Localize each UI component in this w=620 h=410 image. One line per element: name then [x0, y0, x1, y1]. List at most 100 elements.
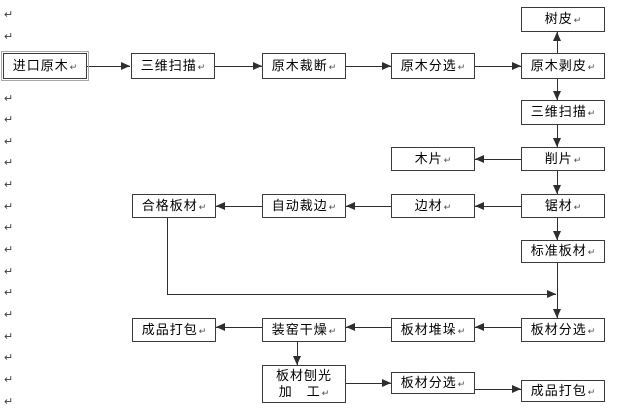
- arrowhead-right: [512, 62, 521, 70]
- arrowhead-down: [553, 185, 561, 194]
- paragraph-mark-icon: ↵: [4, 374, 14, 386]
- arrowhead-right: [547, 290, 556, 298]
- node-label: 板材堆垛: [400, 321, 457, 337]
- connector-line: [346, 383, 391, 384]
- flow-node-log-debarking[interactable]: 原木剥皮↵: [521, 53, 605, 79]
- arrowhead-down: [553, 91, 561, 100]
- paragraph-mark-icon: ↵: [4, 114, 14, 126]
- paragraph-mark-icon: ↵: [4, 157, 14, 169]
- paragraph-mark-icon: ↵: [4, 93, 14, 105]
- connector-line: [297, 342, 298, 365]
- connector-line: [216, 327, 262, 328]
- node-label: 板材刨光: [275, 367, 332, 383]
- node-label: 树皮: [544, 11, 573, 26]
- flow-node-kiln-drying[interactable]: 装窑干燥↵: [262, 318, 346, 342]
- paragraph-return-mark-icon: ↵: [328, 325, 337, 336]
- node-label: 标准板材: [530, 243, 587, 258]
- connector-line: [475, 159, 521, 160]
- paragraph-return-mark-icon: ↵: [573, 15, 582, 25]
- flow-node-scan-3d-1[interactable]: 三维扫描↵: [131, 53, 215, 79]
- paragraph-mark-icon: ↵: [4, 309, 14, 321]
- paragraph-mark-icon: ↵: [4, 244, 14, 256]
- paragraph-return-mark-icon: ↵: [197, 61, 206, 72]
- connector-line: [557, 171, 558, 194]
- arrowhead-right: [512, 385, 521, 393]
- connector-line: [557, 32, 558, 53]
- arrowhead-right: [253, 62, 262, 70]
- node-label: 加 工: [278, 383, 321, 399]
- flow-node-wood-chips[interactable]: 木片↵: [391, 147, 475, 171]
- arrowhead-left: [216, 202, 225, 210]
- flow-node-auto-edge-trimming[interactable]: 自动裁边↵: [262, 194, 346, 218]
- node-label: 进口原木: [12, 57, 69, 73]
- paragraph-mark-icon: ↵: [4, 9, 14, 21]
- paragraph-return-mark-icon: ↵: [328, 201, 337, 212]
- flow-node-product-packing-2[interactable]: 成品打包↵: [521, 380, 605, 402]
- flow-node-chipping[interactable]: 削片↵: [521, 147, 605, 171]
- flow-node-standard-boards[interactable]: 标准板材↵: [521, 240, 605, 263]
- arrowhead-right: [382, 379, 391, 387]
- paragraph-return-mark-icon: ↵: [573, 154, 582, 165]
- paragraph-return-mark-icon: ↵: [457, 61, 466, 72]
- paragraph-mark-icon: ↵: [4, 222, 14, 234]
- flow-node-qualified-boards[interactable]: 合格板材↵: [132, 194, 216, 218]
- connector-line: [346, 66, 391, 67]
- flow-node-board-sorting-2[interactable]: 板材分选↵: [391, 372, 475, 394]
- flow-node-scan-3d-2[interactable]: 三维扫描↵: [521, 100, 605, 125]
- node-label: 原木裁断: [271, 57, 328, 73]
- connector-line: [475, 66, 521, 67]
- paragraph-return-mark-icon: ↵: [198, 325, 207, 336]
- paragraph-return-mark-icon: ↵: [443, 201, 452, 212]
- flow-node-board-sorting-1[interactable]: 板材分选↵: [521, 318, 605, 342]
- paragraph-return-mark-icon: ↵: [328, 61, 337, 72]
- arrowhead-down: [553, 309, 561, 318]
- node-label: 三维扫描: [140, 57, 197, 73]
- connector-line: [475, 389, 521, 390]
- paragraph-mark-icon: ↵: [4, 31, 14, 43]
- flow-node-product-packing-1[interactable]: 成品打包↵: [132, 318, 216, 342]
- connector-line: [557, 218, 558, 240]
- connector-line: [87, 66, 130, 67]
- node-label: 木片: [414, 150, 443, 166]
- flow-node-log-cutting[interactable]: 原木裁断↵: [262, 53, 346, 79]
- flow-node-sawn-timber[interactable]: 锯材↵: [521, 194, 605, 218]
- paragraph-mark-icon: ↵: [4, 136, 14, 148]
- flow-node-edge-material[interactable]: 边材↵: [391, 194, 475, 218]
- paragraph-return-mark-icon: ↵: [457, 378, 466, 389]
- paragraph-return-mark-icon: ↵: [587, 108, 596, 118]
- paragraph-mark-icon: ↵: [4, 201, 14, 213]
- paragraph-return-mark-icon: ↵: [573, 201, 582, 212]
- node-label: 装窑干燥: [271, 321, 328, 337]
- paragraph-mark-icon: ↵: [4, 287, 14, 299]
- arrowhead-down: [293, 356, 301, 365]
- node-label: 锯材: [544, 197, 573, 213]
- connector-line: [216, 206, 262, 207]
- arrowhead-left: [475, 202, 484, 210]
- flow-node-imported-logs[interactable]: 进口原木↵: [1, 51, 89, 81]
- paragraph-return-mark-icon: ↵: [587, 325, 596, 336]
- node-label: 合格板材: [141, 197, 198, 213]
- flow-node-board-stacking[interactable]: 板材堆垛↵: [391, 318, 475, 342]
- node-label: 板材分选: [530, 321, 587, 337]
- arrowhead-left: [216, 323, 225, 331]
- arrowhead-left: [346, 202, 355, 210]
- connector-line: [346, 206, 391, 207]
- paragraph-return-mark-icon: ↵: [443, 154, 452, 165]
- connector-line: [475, 327, 521, 328]
- flow-node-log-sorting[interactable]: 原木分选↵: [391, 53, 475, 79]
- connector-line: [167, 294, 556, 295]
- arrowhead-left: [346, 323, 355, 331]
- paragraph-return-mark-icon: ↵: [198, 201, 207, 212]
- node-label: 板材分选: [400, 374, 457, 390]
- arrowhead-right: [121, 62, 130, 70]
- paragraph-return-mark-icon: ↵: [457, 325, 466, 336]
- paragraph-return-mark-icon: ↵: [69, 61, 78, 72]
- arrowhead-left: [475, 323, 484, 331]
- node-label: 原木分选: [400, 57, 457, 73]
- paragraph-mark-icon: ↵: [4, 396, 14, 408]
- arrowhead-down: [553, 231, 561, 240]
- paragraph-mark-icon: ↵: [4, 331, 14, 343]
- flow-node-bark[interactable]: 树皮↵: [521, 7, 605, 32]
- arrowhead-right: [382, 62, 391, 70]
- flow-node-board-planing[interactable]: 板材刨光加 工↵: [262, 365, 346, 403]
